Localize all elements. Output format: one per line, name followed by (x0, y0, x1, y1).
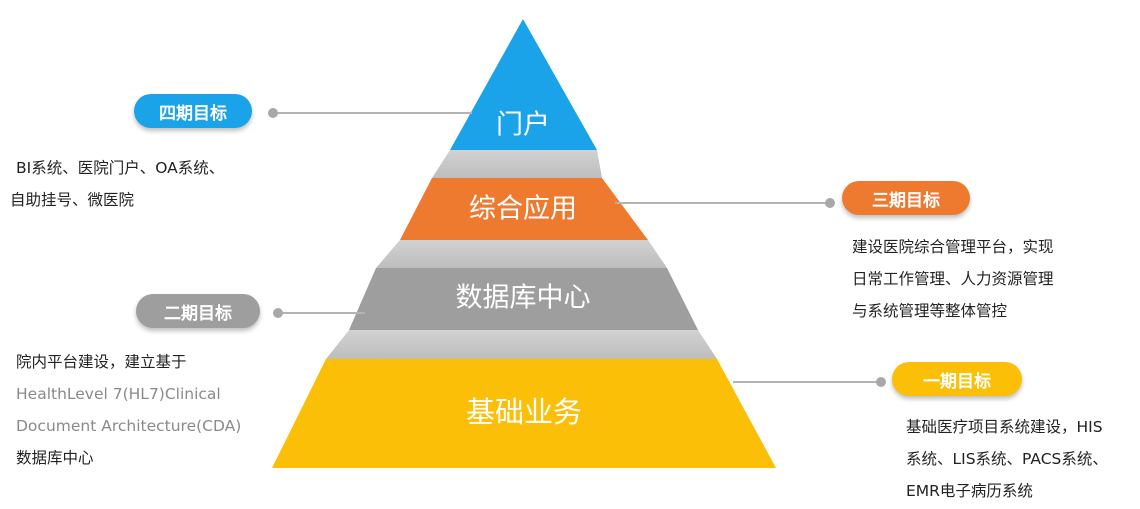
phase1-badge: 一期目标 (892, 362, 1022, 396)
phase1-description: 基础医疗项目系统建设，HIS 系统、LIS系统、PACS系统、 EMR电子病历系… (906, 411, 1108, 507)
tier-database-center-label: 数据库中心 (456, 283, 591, 314)
phase2-line-1: 院内平台建设，建立基于 (16, 353, 187, 371)
phase4-description: BI系统、医院门户、OA系统、 自助挂号、微医院 (10, 152, 224, 216)
connector-phase4 (268, 108, 472, 118)
phase1-line-3: EMR电子病历系统 (906, 482, 1033, 500)
phase2-line-3: Document Architecture(CDA) (16, 417, 242, 435)
tier-basic-business-shape (272, 359, 776, 468)
connector-phase2 (273, 308, 365, 318)
connector-phase1 (733, 377, 886, 387)
tier-database-center-shape (349, 268, 698, 330)
tier-portal-label: 门户 (496, 110, 550, 141)
phase3-line-1: 建设医院综合管理平台，实现 (852, 238, 1054, 256)
phase2-line-2: HealthLevel 7(HL7)Clinical (16, 385, 221, 403)
phase4-badge: 四期目标 (134, 94, 252, 128)
phase3-line-3: 与系统管理等整体管控 (852, 302, 1008, 320)
phase1-line-2: 系统、LIS系统、PACS系统、 (906, 450, 1108, 468)
phase4-line-1: BI系统、医院门户、OA系统、 (16, 159, 225, 177)
tier-integrated-app-label: 综合应用 (469, 194, 577, 225)
phase3-badge: 三期目标 (842, 181, 970, 215)
phase2-line-4: 数据库中心 (16, 449, 94, 467)
phase3-line-2: 日常工作管理、人力资源管理 (852, 270, 1054, 288)
tier-portal-shape (450, 19, 597, 150)
phase3-description: 建设医院综合管理平台，实现 日常工作管理、人力资源管理 与系统管理等整体管控 (852, 231, 1054, 327)
connector-phase3 (615, 198, 835, 208)
phase1-line-1: 基础医疗项目系统建设，HIS (906, 418, 1103, 436)
tier-basic-business-label: 基础业务 (466, 395, 582, 429)
phase4-line-2: 自助挂号、微医院 (10, 191, 135, 209)
phase2-badge: 二期目标 (136, 294, 260, 328)
band-3 (326, 330, 717, 359)
tier-integrated-app-shape (400, 178, 648, 240)
band-1 (432, 150, 602, 178)
band-2 (376, 240, 667, 268)
phase2-description: 院内平台建设，建立基于 HealthLevel 7(HL7)Clinical D… (16, 346, 241, 474)
